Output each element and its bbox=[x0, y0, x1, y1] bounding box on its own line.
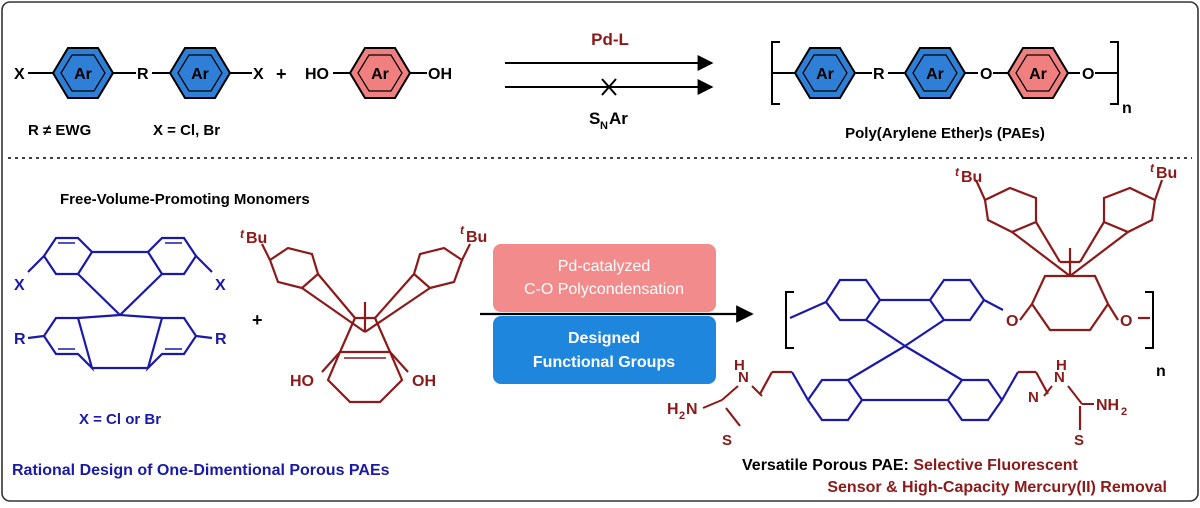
ring-label: Ar bbox=[926, 66, 944, 83]
product-o-left: O bbox=[1006, 313, 1018, 330]
ring-label: Ar bbox=[816, 66, 834, 83]
benzene-ring bbox=[806, 378, 864, 422]
benzene-ring bbox=[946, 378, 1004, 422]
benzene-ring bbox=[1102, 186, 1157, 234]
thiosemicarbazone-right: N N H NH 2 S bbox=[1028, 357, 1127, 449]
monomers-title: Free-Volume-Promoting Monomers bbox=[60, 191, 310, 208]
poly-o1-label: O bbox=[980, 66, 992, 83]
right-caption-black: Versatile Porous PAE bbox=[742, 457, 904, 474]
pae-polymer: Ar R Ar O Ar O n bbox=[771, 41, 1132, 117]
x-right-label: X bbox=[253, 66, 264, 83]
benzene-ring bbox=[326, 350, 404, 404]
spirobifluorene-monomer bbox=[27, 236, 213, 372]
tbu-t-left: t bbox=[240, 227, 245, 241]
snar-ar: Ar bbox=[609, 109, 628, 128]
benzene-ring bbox=[412, 246, 464, 290]
h2n-sub: 2 bbox=[679, 410, 685, 422]
ring-label: Ar bbox=[371, 66, 389, 83]
plus-sign: + bbox=[276, 64, 287, 84]
r-link-label: R bbox=[137, 66, 149, 83]
ho-label: HO bbox=[305, 66, 329, 83]
box-top-line1: Pd-catalyzed bbox=[558, 258, 651, 275]
box-top-line2: C-O Polycondensation bbox=[524, 281, 684, 298]
ring-label: Ar bbox=[1029, 66, 1047, 83]
right-caption-red-1: Selective Fluorescent bbox=[913, 457, 1078, 474]
box-bottom-line2: Functional Groups bbox=[533, 354, 675, 371]
benzene-ring bbox=[42, 316, 95, 372]
nh2-sub: 2 bbox=[1121, 406, 1127, 418]
oh-label-bottom: OH bbox=[412, 373, 436, 390]
catalyst-label: Pd-L bbox=[591, 30, 629, 49]
x-definition: X = Cl or Br bbox=[79, 411, 161, 428]
condition-box-top: Pd-catalyzed C-O Polycondensation bbox=[493, 244, 716, 312]
nh-h: H bbox=[734, 357, 745, 374]
reaction-arrows: Pd-L S N Ar bbox=[505, 30, 714, 132]
porous-pae-polymer bbox=[725, 179, 1164, 430]
oh-label: OH bbox=[428, 66, 452, 83]
ring-label: Ar bbox=[191, 66, 209, 83]
benzene-ring bbox=[268, 246, 320, 290]
nh2-nh: NH bbox=[1096, 397, 1119, 414]
benzene-ring bbox=[928, 278, 986, 322]
h2n-n: N bbox=[686, 401, 698, 418]
s-atom-right: S bbox=[1074, 432, 1084, 449]
product-tbu-bu-left: Bu bbox=[961, 169, 982, 186]
repeat-n: n bbox=[1122, 100, 1132, 117]
product-label: Poly(Arylene Ether)s (PAEs) bbox=[845, 125, 1045, 142]
product-repeat-n: n bbox=[1156, 363, 1166, 380]
diol-monomer: HO Ar OH bbox=[305, 47, 452, 99]
triptycene-diol-monomer bbox=[261, 243, 471, 404]
ho-label-bottom: HO bbox=[290, 373, 314, 390]
product-tbu-bu-right: Bu bbox=[1156, 165, 1177, 182]
plus-sign-bottom: + bbox=[252, 310, 263, 330]
box-bottom-line1: Designed bbox=[568, 330, 640, 347]
snar-s: S bbox=[589, 109, 600, 128]
snar-n: N bbox=[600, 120, 608, 132]
benzene-ring bbox=[1030, 274, 1110, 332]
nh-n-right: N bbox=[1054, 369, 1065, 386]
poly-r-label: R bbox=[873, 66, 885, 83]
pd-catalysis-box bbox=[493, 244, 716, 312]
poly-o2-label: O bbox=[1082, 66, 1094, 83]
benzene-ring bbox=[824, 278, 882, 322]
x-sub-right: X bbox=[215, 277, 226, 294]
functional-groups-box bbox=[493, 316, 716, 384]
tbu-bu-left: Bu bbox=[246, 230, 267, 247]
left-caption: Rational Design of One-Dimentional Porou… bbox=[12, 462, 390, 479]
thiosemicarbazone-left: H 2 N N H S bbox=[667, 357, 763, 449]
x-sub-left: X bbox=[14, 277, 25, 294]
nh-n: N bbox=[738, 369, 749, 386]
product-o-right: O bbox=[1120, 313, 1132, 330]
condition-box-bottom: Designed Functional Groups bbox=[493, 316, 716, 384]
x-left-label: X bbox=[14, 66, 25, 83]
condition-r: R ≠ EWG bbox=[28, 122, 91, 139]
r-sub-right: R bbox=[215, 331, 227, 348]
product-tbu-t-left: t bbox=[955, 165, 960, 179]
n-atom-right: N bbox=[1028, 389, 1039, 406]
ring-label: Ar bbox=[74, 66, 92, 83]
product-tbu-t-right: t bbox=[1150, 161, 1155, 175]
benzene-ring bbox=[983, 186, 1038, 234]
benzene-ring bbox=[145, 316, 198, 372]
tbu-bu-right: Bu bbox=[466, 229, 487, 246]
s-atom-left: S bbox=[722, 432, 732, 449]
right-caption-line1: Versatile Porous PAE: Selective Fluoresc… bbox=[742, 457, 1079, 474]
nh-h-right: H bbox=[1056, 357, 1067, 374]
right-caption-line2: Sensor & High-Capacity Mercury(II) Remov… bbox=[827, 479, 1167, 496]
r-sub-left: R bbox=[14, 331, 26, 348]
h2n-h: H bbox=[667, 401, 679, 418]
dihaloarene-monomer: X Ar R Ar X bbox=[14, 47, 264, 99]
condition-x: X = Cl, Br bbox=[153, 122, 220, 139]
right-caption-colon: : bbox=[904, 457, 914, 474]
tbu-t-right: t bbox=[460, 223, 465, 237]
